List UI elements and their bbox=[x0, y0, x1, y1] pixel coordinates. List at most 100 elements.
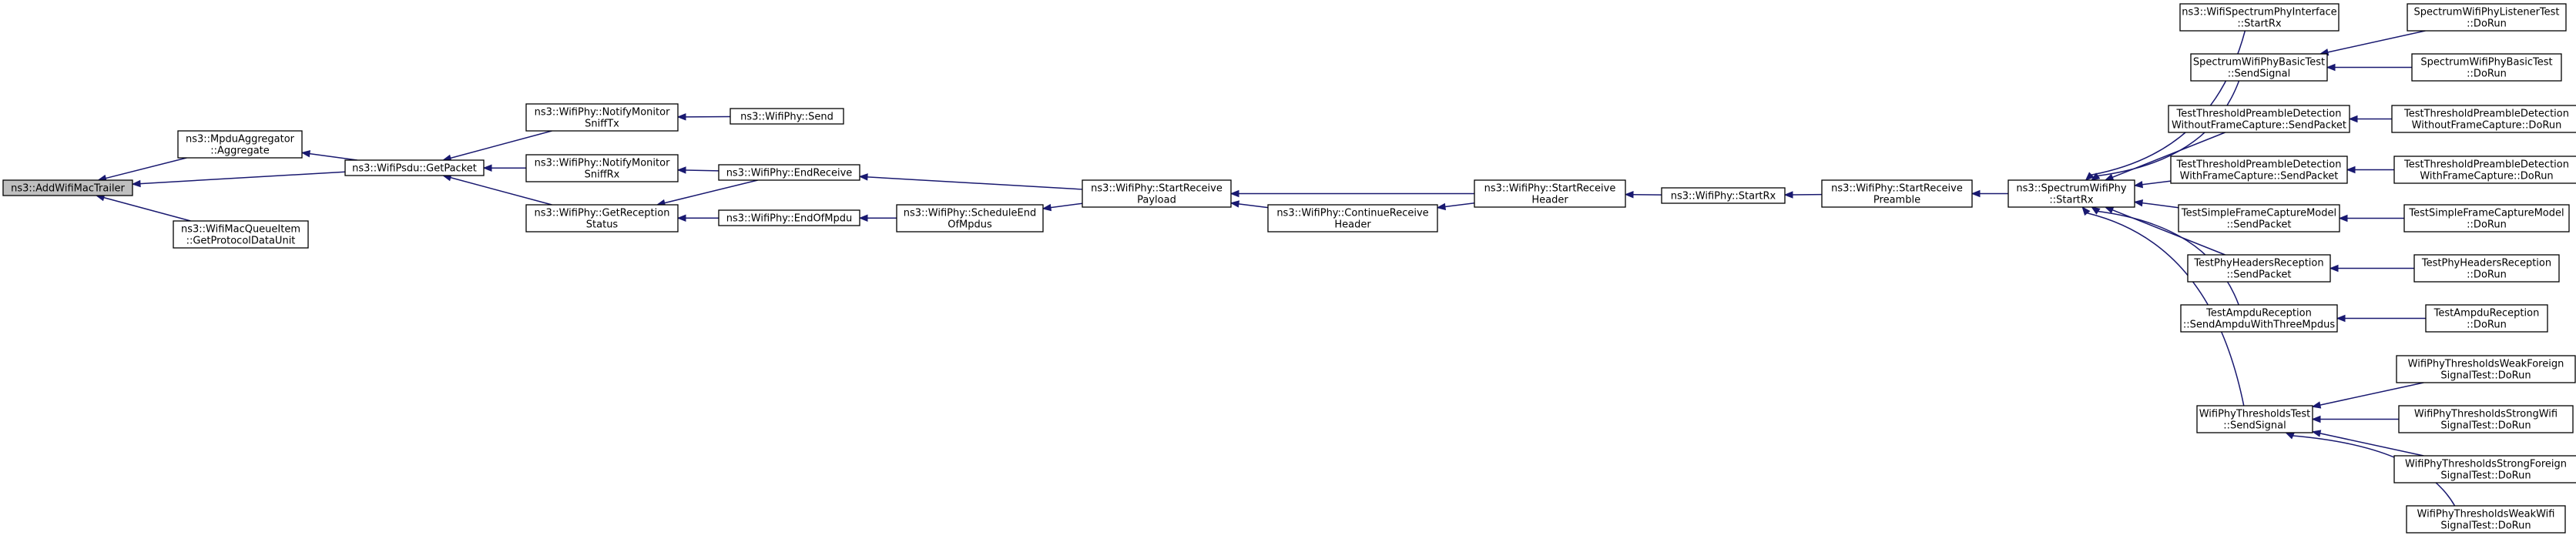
edge-basicrun-to-basicsendsignal bbox=[2326, 63, 2412, 72]
node-testphyheadersreception-sendpacket[interactable]: TestPhyHeadersReception::SendPacket bbox=[2187, 254, 2331, 283]
node-ns3-spectrumwifiphy-startrx[interactable]: ns3::SpectrumWifiPhy::StartRx bbox=[2007, 179, 2135, 208]
edge-getpacket-to-mpduagg bbox=[300, 150, 357, 161]
node-testphyheadersreception-dorun[interactable]: TestPhyHeadersReception::DoRun bbox=[2413, 254, 2560, 283]
node-ns3-wifiphy-startrx[interactable]: ns3::WifiPhy::StartRx bbox=[1661, 187, 1786, 204]
node-label-line: ns3::WifiPhy::StartReceive bbox=[1831, 183, 1963, 195]
node-box bbox=[1661, 187, 1786, 204]
node-wifiphythresholdsweakforeign-signaltest-dorun[interactable]: WifiPhyThresholdsWeakForeignSignalTest::… bbox=[2396, 355, 2576, 383]
node-box bbox=[730, 108, 844, 125]
node-box bbox=[1082, 179, 1232, 208]
node-testthresholdpreambledetection-withoutframecapture-dorun[interactable]: TestThresholdPreambleDetectionWithoutFra… bbox=[2391, 105, 2576, 133]
node-testsimpleframecapturemodel-sendpacket[interactable]: TestSimpleFrameCaptureModel::SendPacket bbox=[2178, 204, 2340, 233]
node-label-line: TestSimpleFrameCaptureModel bbox=[2181, 208, 2336, 219]
node-ns3-addwifimactrailer[interactable]: ns3::AddWifiMacTrailer bbox=[2, 179, 133, 196]
arrow-head bbox=[2133, 199, 2144, 207]
node-label-line: TestThresholdPreambleDetection bbox=[2403, 109, 2569, 120]
arrow-head bbox=[676, 166, 686, 174]
arrow-head bbox=[2311, 401, 2322, 409]
node-label-line: ::SendSignal bbox=[2223, 420, 2286, 432]
node-spectrumwifiphylistenertest-dorun[interactable]: SpectrumWifiPhyListenerTest::DoRun bbox=[2407, 3, 2567, 32]
node-box bbox=[2403, 204, 2570, 233]
arrow-head bbox=[1229, 200, 1240, 208]
node-box bbox=[2407, 3, 2567, 32]
node-wifiphythresholdsstrongwifi-signaltest-dorun[interactable]: WifiPhyThresholdsStrongWifiSignalTest::D… bbox=[2398, 405, 2574, 433]
node-testthresholdpreambledetection-withframecapture-sendpacket[interactable]: TestThresholdPreambleDetectionWithFrameC… bbox=[2170, 156, 2348, 184]
node-label-line: SignalTest::DoRun bbox=[2440, 370, 2531, 382]
node-box bbox=[1821, 179, 1973, 208]
arrow-head bbox=[2104, 206, 2115, 214]
node-label-line: ::StartRx bbox=[2237, 18, 2282, 30]
node-ns3-wifimacqueueitem-getprotocoldataunit[interactable]: ns3::WifiMacQueueItem::GetProtocolDataUn… bbox=[173, 220, 309, 249]
node-label-line: ns3::WifiPhy::ScheduleEnd bbox=[904, 208, 1036, 219]
node-ns3-wifiphy-endreceive[interactable]: ns3::WifiPhy::EndReceive bbox=[718, 164, 860, 181]
node-wifiphythresholdstest-sendsignal[interactable]: WifiPhyThresholdsTest::SendSignal bbox=[2196, 405, 2313, 433]
node-ns3-mpduaggregator-aggregate[interactable]: ns3::MpduAggregator::Aggregate bbox=[177, 130, 303, 159]
node-box bbox=[2393, 156, 2576, 184]
edge-endreceive-to-notifyrx bbox=[676, 166, 719, 174]
edge-simplecapture-to-spectrumstartrx bbox=[2133, 199, 2179, 209]
edge-continueheader-to-startpayload bbox=[1229, 200, 1269, 209]
node-label-line: ::GetProtocolDataUnit bbox=[186, 236, 296, 247]
node-label-line: TestPhyHeadersReception bbox=[2421, 258, 2551, 269]
node-label-line: SpectrumWifiPhyBasicTest bbox=[2420, 57, 2552, 69]
edge-startheader-to-startpayload bbox=[1229, 189, 1474, 198]
node-label-line: ::SendPacket bbox=[2226, 269, 2291, 281]
node-label-line: ns3::WifiPhy::EndOfMpdu bbox=[726, 213, 852, 225]
node-spectrumwifiphybasictest-dorun[interactable]: SpectrumWifiPhyBasicTest::DoRun bbox=[2411, 53, 2562, 82]
node-box bbox=[2391, 105, 2576, 133]
node-label-line: WifiPhyThresholdsWeakForeign bbox=[2408, 359, 2564, 370]
node-label-line: ::DoRun bbox=[2467, 320, 2507, 331]
node-label-line: ::SendPacket bbox=[2226, 219, 2291, 231]
node-ns3-wifiphy-send[interactable]: ns3::WifiPhy::Send bbox=[730, 108, 844, 125]
arrow-head bbox=[2336, 314, 2346, 323]
edge-listenerrun-to-basicsendsignal bbox=[2319, 30, 2426, 56]
node-testampdureception-dorun[interactable]: TestAmpduReception::DoRun bbox=[2425, 304, 2548, 333]
node-wifiphythresholdsweakwifi-signaltest-dorun[interactable]: WifiPhyThresholdsWeakWifiSignalTest::DoR… bbox=[2406, 505, 2566, 534]
edges-layer bbox=[95, 30, 2456, 507]
node-box bbox=[2413, 254, 2560, 283]
edge-endofmpdu-to-getreception bbox=[676, 214, 719, 222]
node-label-line: Header bbox=[1334, 219, 1371, 231]
edge-startpreamble-to-startrx bbox=[1783, 191, 1823, 199]
arrow-head bbox=[1783, 191, 1793, 199]
node-spectrumwifiphybasictest-sendsignal[interactable]: SpectrumWifiPhyBasicTest::SendSignal bbox=[2190, 53, 2328, 82]
node-box bbox=[2179, 3, 2340, 32]
node-label-line: ::StartRx bbox=[2049, 195, 2094, 206]
edge-getpacket-to-root bbox=[131, 171, 346, 188]
node-testthresholdpreambledetection-withframecapture-dorun[interactable]: TestThresholdPreambleDetectionWithFrameC… bbox=[2393, 156, 2576, 184]
node-box bbox=[1474, 179, 1626, 208]
node-box bbox=[2406, 505, 2566, 534]
node-label-line: WithoutFrameCapture::DoRun bbox=[2412, 120, 2562, 132]
arrow-head bbox=[676, 113, 686, 121]
node-box bbox=[2396, 355, 2576, 383]
edge-strongforeign-to-thresholdssend bbox=[2311, 430, 2424, 457]
node-ns3-wifispectrumphyinterface-startrx[interactable]: ns3::WifiSpectrumPhyInterface::StartRx bbox=[2179, 3, 2340, 32]
node-testthresholdpreambledetection-withoutframecapture-sendpacket[interactable]: TestThresholdPreambleDetectionWithoutFra… bbox=[2168, 105, 2350, 133]
node-wifiphythresholdsstrongforeign-signaltest-dorun[interactable]: WifiPhyThresholdsStrongForeignSignalTest… bbox=[2393, 455, 2576, 483]
node-testsimpleframecapturemodel-dorun[interactable]: TestSimpleFrameCaptureModel::DoRun bbox=[2403, 204, 2570, 233]
node-box bbox=[2168, 105, 2350, 133]
node-label-line: ::DoRun bbox=[2467, 269, 2507, 281]
node-box bbox=[2, 179, 133, 196]
node-testampdureception-sendampduwiththreempdus[interactable]: TestAmpduReception::SendAmpduWithThreeMp… bbox=[2180, 304, 2338, 333]
node-box bbox=[2007, 179, 2135, 208]
node-ns3-wifipsdu-getpacket[interactable]: ns3::WifiPsdu::GetPacket bbox=[344, 159, 485, 176]
node-label-line: ::SendAmpduWithThreeMpdus bbox=[2183, 320, 2336, 331]
node-label-line: SniffRx bbox=[585, 169, 620, 181]
node-label-line: TestPhyHeadersReception bbox=[2193, 258, 2323, 269]
arrow-head bbox=[2338, 214, 2348, 222]
node-label-line: ::SendSignal bbox=[2228, 69, 2290, 80]
arrow-head bbox=[1624, 190, 1634, 199]
node-ns3-wifiphy-endofmpdu[interactable]: ns3::WifiPhy::EndOfMpdu bbox=[718, 209, 860, 226]
node-label-line: SignalTest::DoRun bbox=[2440, 420, 2531, 432]
node-label-line: TestThresholdPreambleDetection bbox=[2176, 159, 2342, 171]
